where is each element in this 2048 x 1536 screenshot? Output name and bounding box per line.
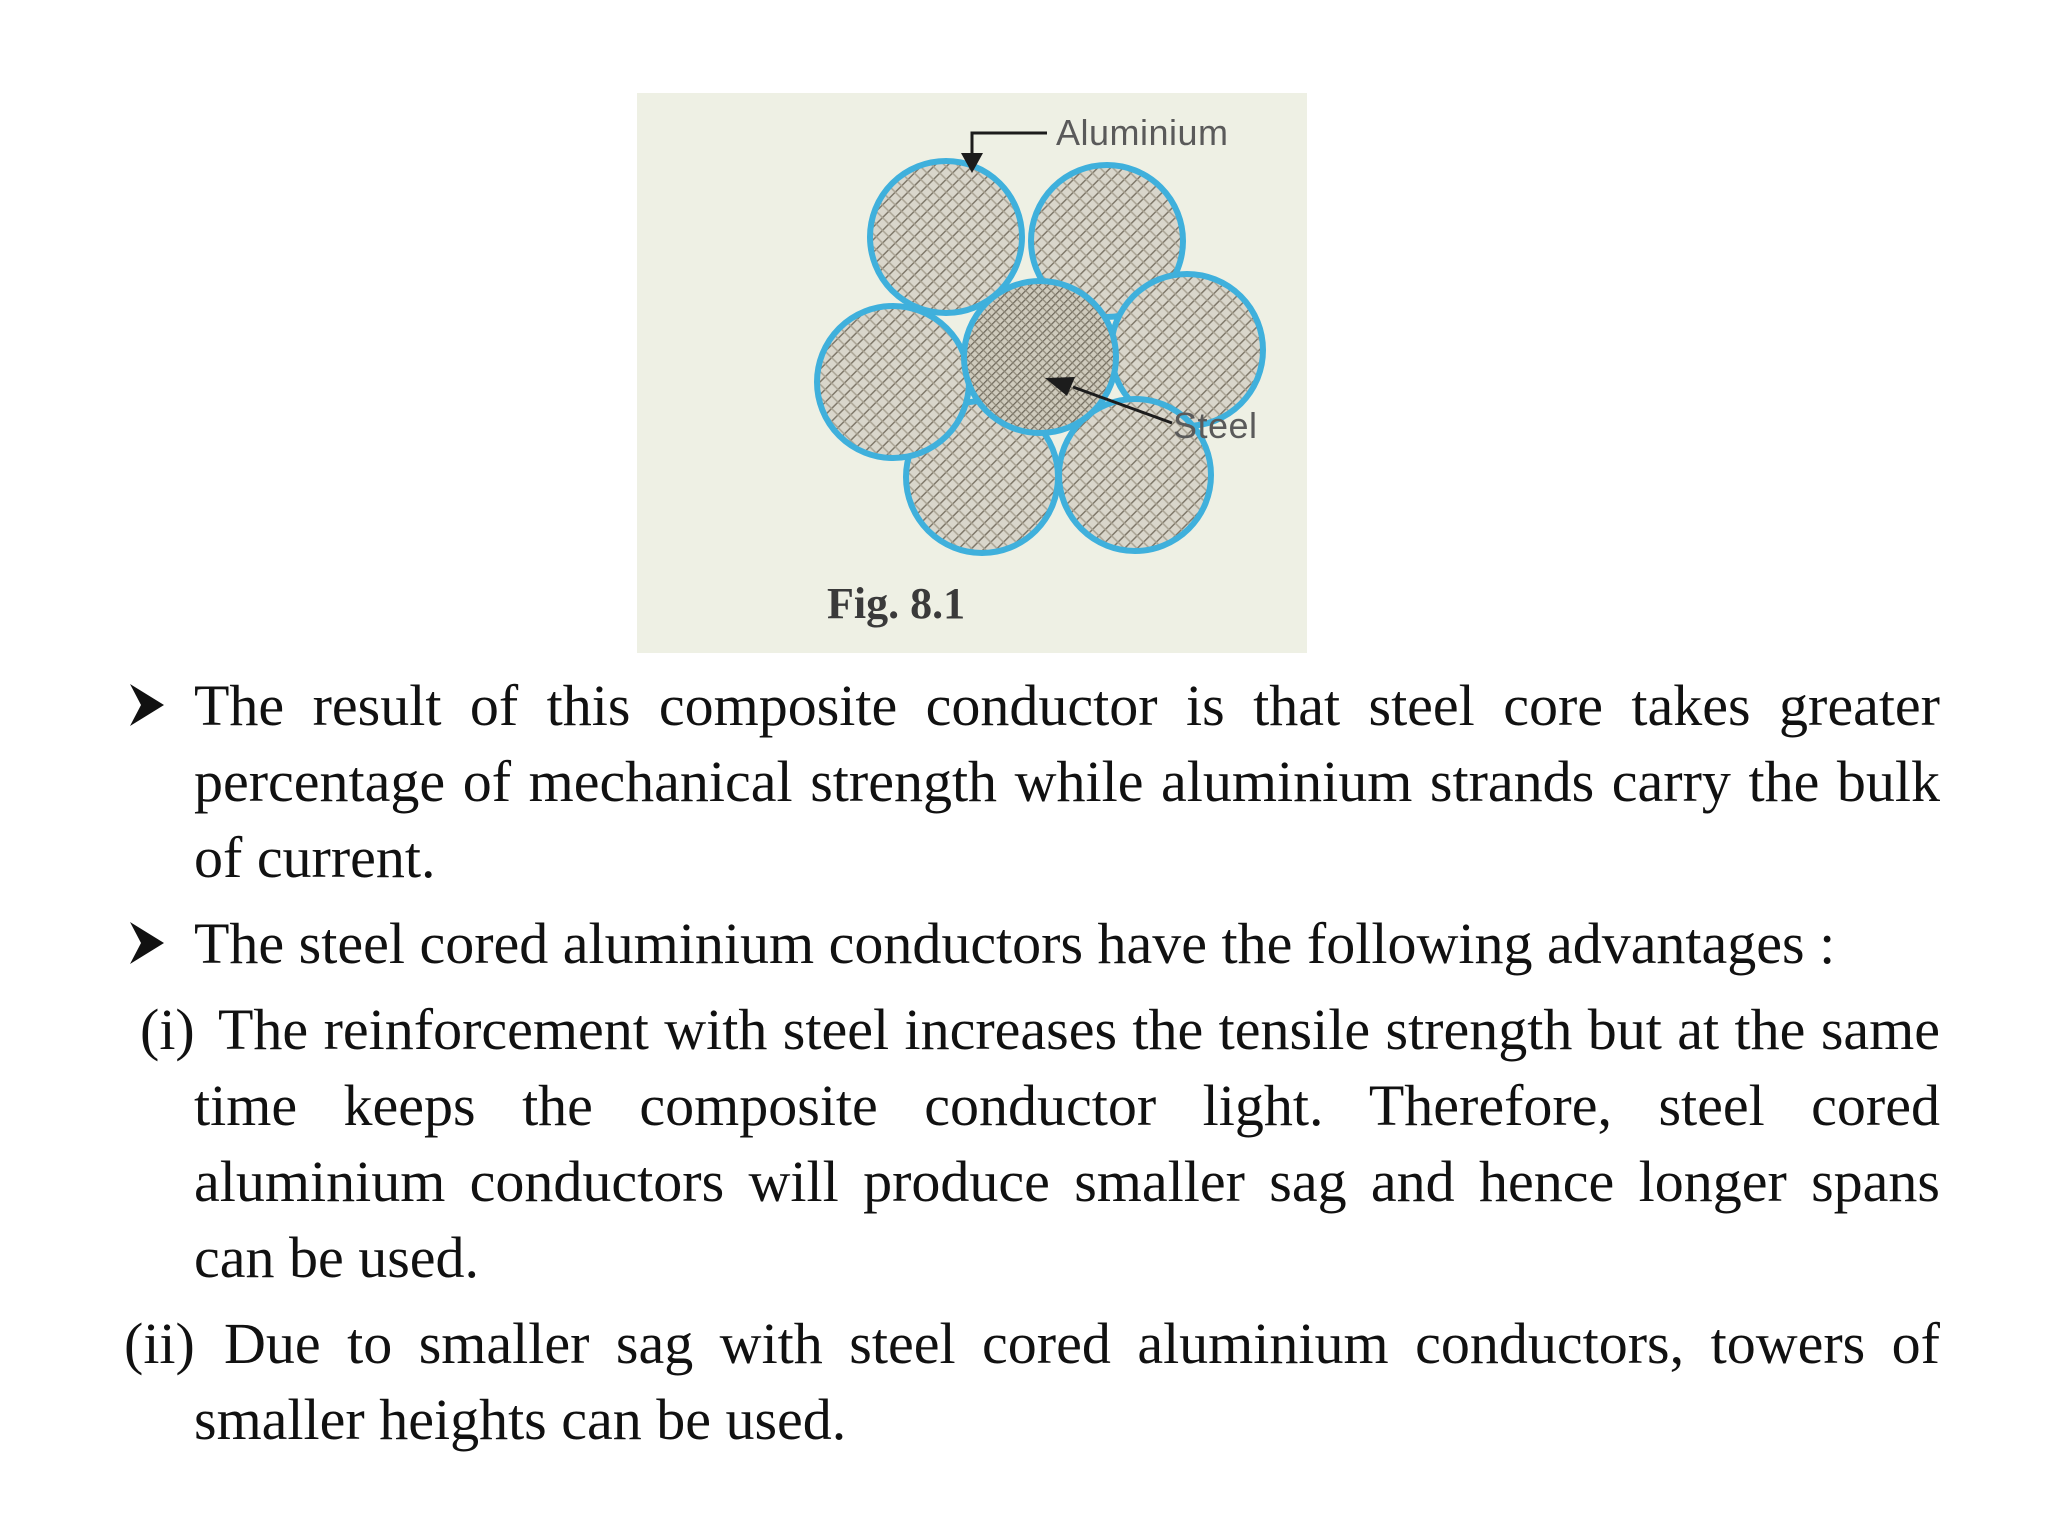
advantage-item: (i) The reinforcement with steel increas… xyxy=(140,992,1940,1296)
aluminium-label: Aluminium xyxy=(1056,112,1229,153)
advantage-text: Due to smaller sag with steel cored alum… xyxy=(194,1311,1940,1452)
bullet-text: The result of this composite conductor i… xyxy=(194,673,1940,890)
acsr-conductor-figure: Aluminium Steel Fig. 8.1 xyxy=(637,93,1307,653)
steel-label: Steel xyxy=(1173,405,1258,446)
bullet-paragraph: The result of this composite conductor i… xyxy=(130,668,1940,896)
aluminium-strand xyxy=(867,158,1025,316)
body-text: The result of this composite conductor i… xyxy=(0,668,2048,1468)
steel-core-strand xyxy=(961,278,1119,436)
advantage-marker: (i) xyxy=(140,997,195,1062)
arrowhead-bullet-icon xyxy=(130,684,164,726)
figure-caption: Fig. 8.1 xyxy=(827,579,965,628)
advantage-item: (ii) Due to smaller sag with steel cored… xyxy=(124,1306,1940,1458)
bullet-paragraph: The steel cored aluminium conductors hav… xyxy=(130,906,1940,982)
conductor-cross-section-diagram: Aluminium Steel Fig. 8.1 xyxy=(814,112,1266,628)
steel-leader-arrow xyxy=(1045,377,1173,425)
aluminium-strand xyxy=(814,303,972,461)
bullet-text: The steel cored aluminium conductors hav… xyxy=(194,911,1836,976)
arrowhead-bullet-icon xyxy=(130,922,164,964)
advantage-text: The reinforcement with steel increases t… xyxy=(194,997,1940,1290)
advantage-marker: (ii) xyxy=(124,1311,195,1376)
aluminium-leader-arrow xyxy=(961,131,1047,173)
